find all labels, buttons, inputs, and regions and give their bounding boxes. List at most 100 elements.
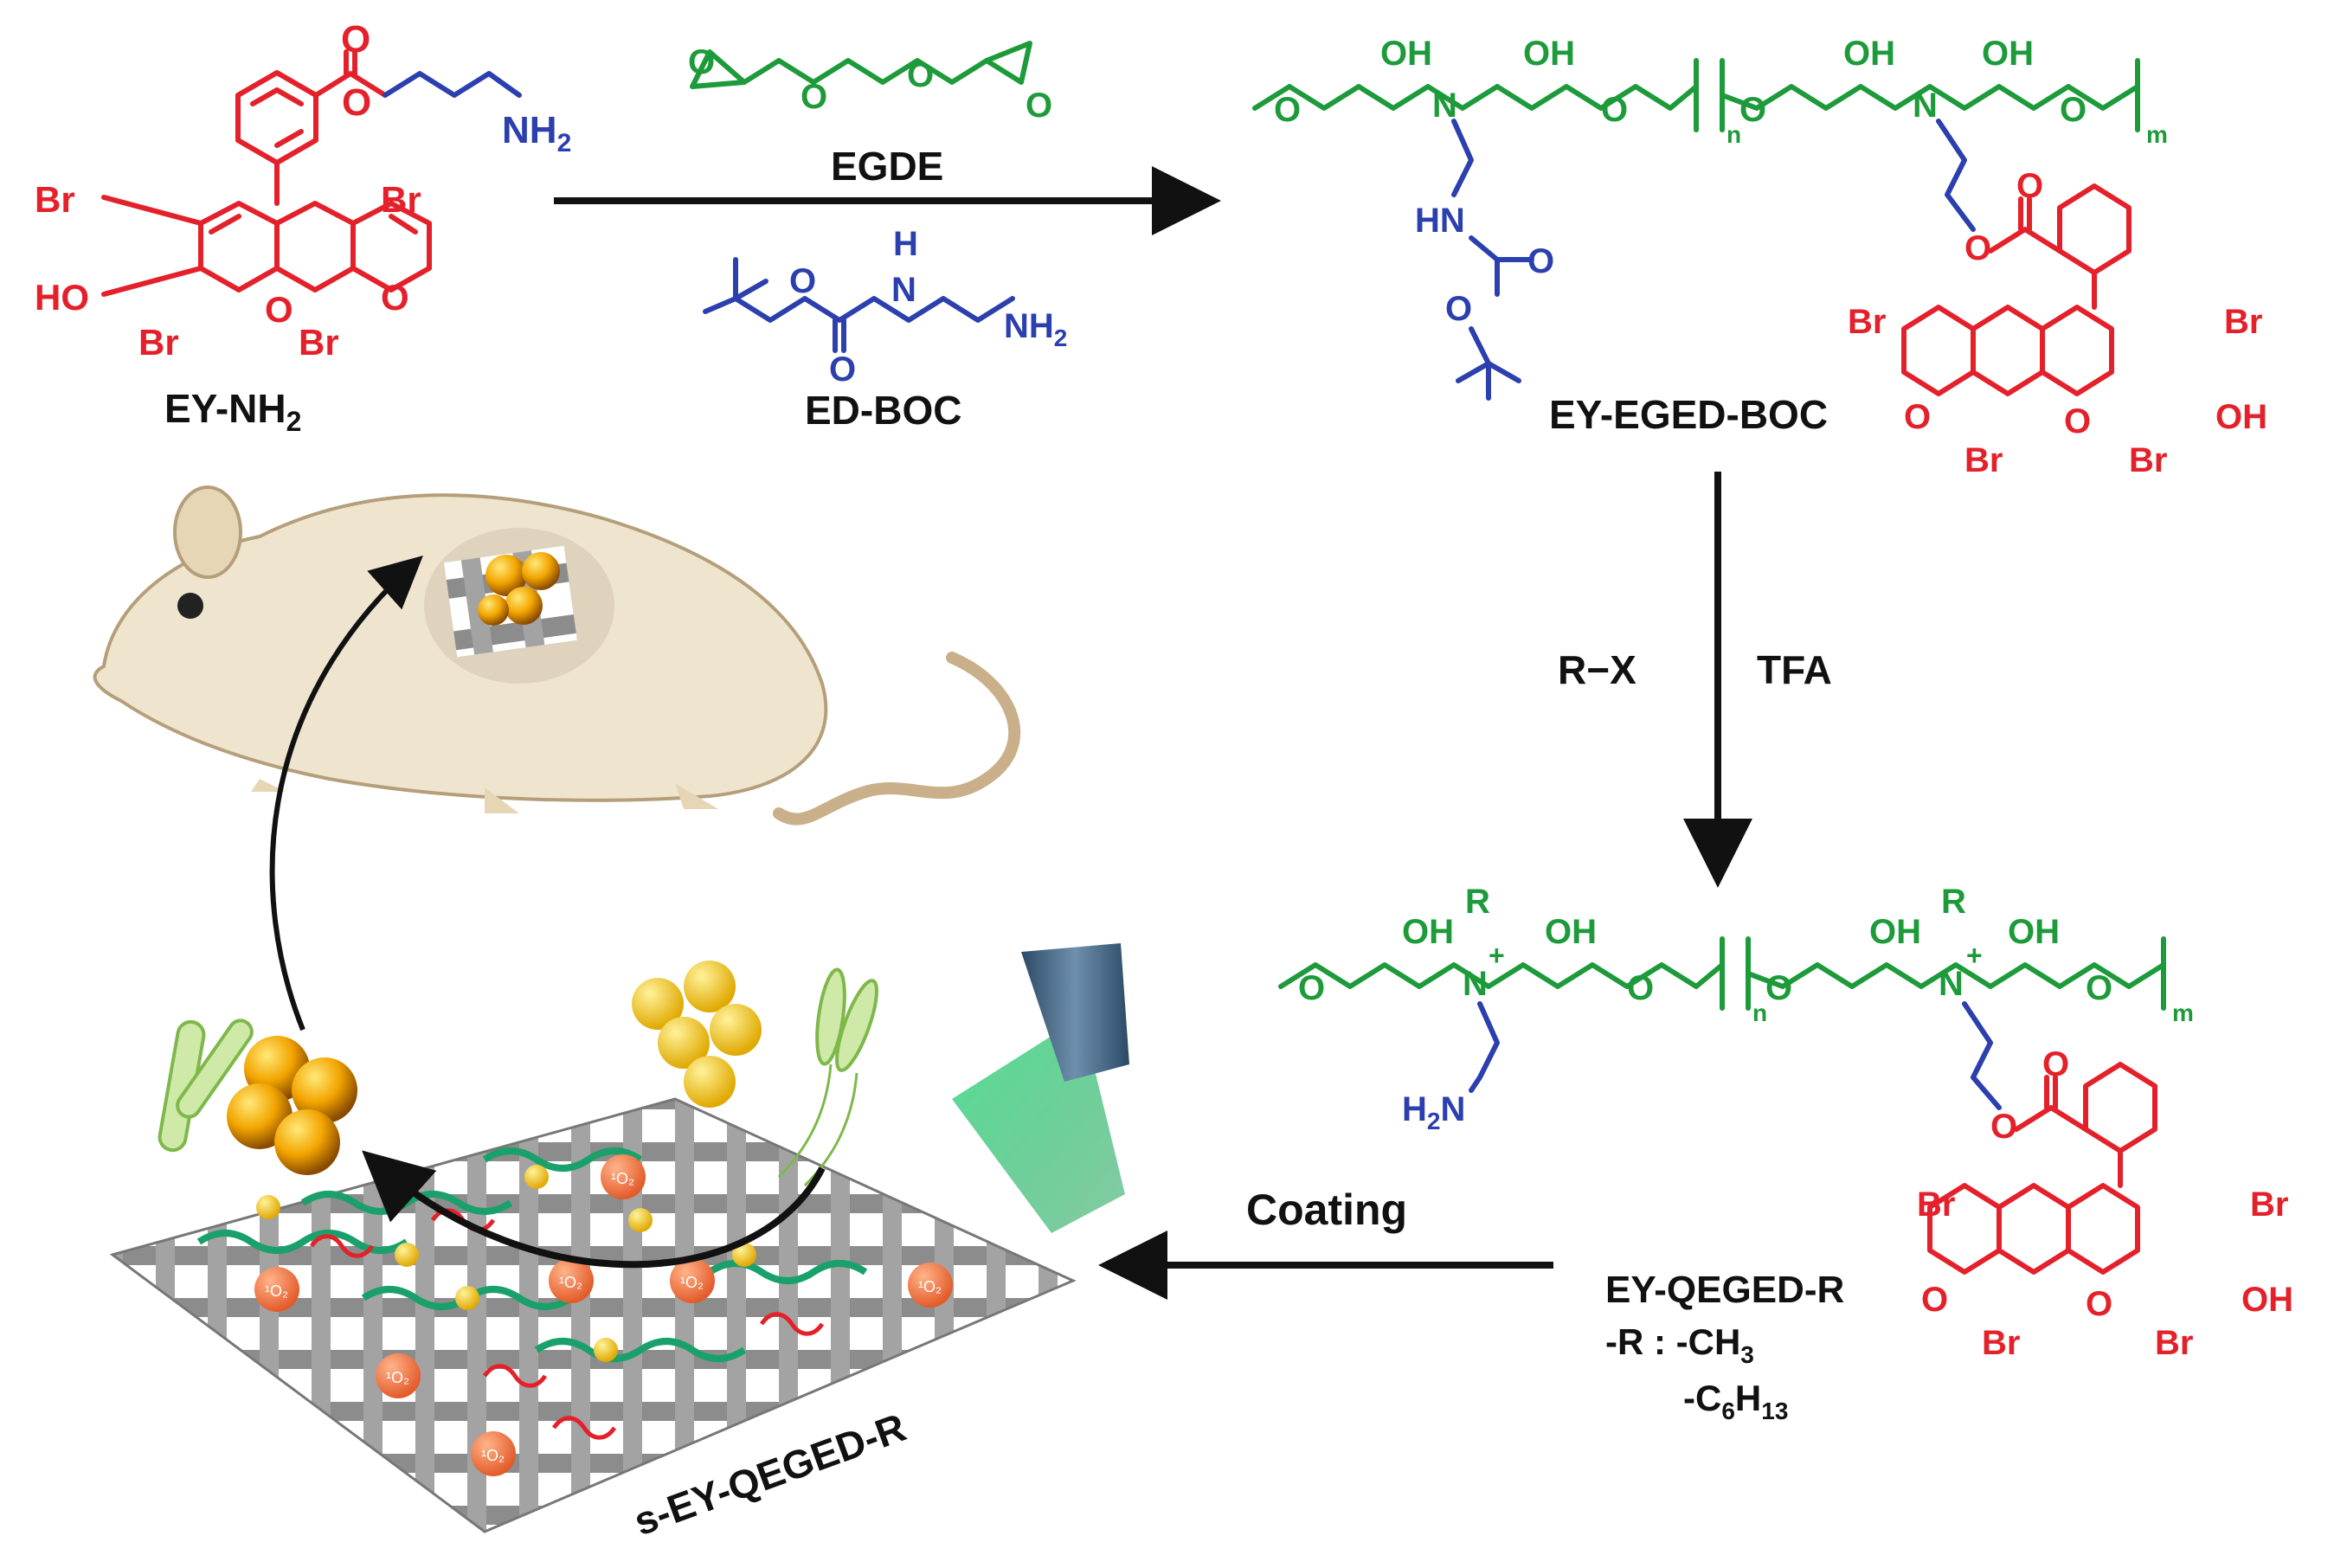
boc-ketone-o: O	[1904, 398, 1931, 436]
boc-oh: OH	[2215, 398, 2267, 436]
mouse-eye	[177, 593, 203, 619]
singlet-oxygen-3	[549, 1258, 594, 1303]
q-oh: OH	[2241, 1281, 2293, 1319]
q-br-1: Br	[1917, 1186, 1955, 1224]
ether-o-1: O	[801, 78, 827, 116]
ey-nh2-structure: O O NH2 O Br Br Br Br HO O	[35, 18, 571, 363]
reagent-r-x: R−X	[1558, 647, 1636, 692]
br-3: Br	[138, 322, 179, 363]
backbone-oh-4: OH	[1982, 35, 2034, 73]
q-r-1: R	[1465, 883, 1490, 921]
q-repeat-n: n	[1752, 999, 1767, 1026]
ho-group: HO	[35, 277, 89, 318]
r-definition-2: -C6H13	[1683, 1378, 1788, 1424]
q-backbone-n-1: N	[1463, 965, 1488, 1003]
side-boc-o-1: O	[1527, 242, 1554, 280]
side-ester-o: O	[1964, 229, 1991, 267]
polymer-q-structure: O OH N + R OH O n O OH N + R OH O m H2N …	[1278, 883, 2293, 1362]
amine-nh2: NH2	[502, 109, 571, 157]
ey-qeged-r-label: EY-QEGED-R	[1605, 1269, 1844, 1311]
boc-xanthene-o: O	[2064, 402, 2091, 440]
repeat-n: n	[1726, 121, 1741, 148]
boc-br-4: Br	[2129, 441, 2167, 479]
q-repeat-m: m	[2172, 999, 2194, 1026]
br-4: Br	[299, 322, 339, 363]
ketone-o: O	[381, 277, 409, 318]
singlet-oxygen-2	[376, 1353, 421, 1398]
q-br-4: Br	[2155, 1324, 2193, 1362]
singlet-oxygen-7	[471, 1431, 516, 1476]
svg-text:¹O₂: ¹O₂	[559, 1274, 582, 1291]
arrow-bacteria-kill	[362, 1150, 826, 1269]
epoxide-o-1: O	[688, 43, 715, 81]
q-backbone-o-1: O	[1298, 969, 1325, 1007]
singlet-oxygen-6	[908, 1263, 953, 1308]
boc-o-ester: O	[789, 262, 816, 300]
q-xanthene-o: O	[2086, 1285, 2112, 1323]
coating-label: Coating	[1246, 1186, 1407, 1234]
q-backbone-oh-1: OH	[1402, 913, 1454, 951]
carbamate-h: H	[893, 225, 918, 263]
q-backbone-oh-3: OH	[1869, 913, 1921, 951]
ether-o-2: O	[907, 56, 934, 94]
q-backbone-o-4: O	[2086, 969, 2112, 1007]
ed-boc-structure: O O N H NH2	[703, 225, 1067, 389]
ed-boc-label: ED-BOC	[805, 388, 961, 433]
backbone-o-2: O	[1601, 91, 1628, 129]
svg-text:¹O₂: ¹O₂	[481, 1447, 505, 1464]
svg-text:¹O₂: ¹O₂	[918, 1278, 942, 1295]
singlet-oxygen-1	[254, 1267, 299, 1312]
epoxide-o-2: O	[1026, 87, 1052, 125]
side-boc-o-2: O	[1445, 290, 1472, 328]
backbone-oh-2: OH	[1523, 35, 1575, 73]
reagent-tfa: TFA	[1757, 647, 1832, 692]
boc-br-3: Br	[1964, 441, 2003, 479]
backbone-n-2: N	[1913, 87, 1938, 125]
backbone-o-1: O	[1274, 91, 1301, 129]
boc-br-1: Br	[1848, 303, 1886, 341]
ey-nh2-label: EY-NH2	[164, 386, 301, 437]
q-plus-2: +	[1966, 940, 1983, 971]
mouse-ear	[173, 485, 242, 579]
boc-o-carbonyl: O	[829, 350, 856, 389]
singlet-oxygen-4	[670, 1258, 715, 1303]
q-backbone-oh-2: OH	[1545, 913, 1597, 951]
q-side-carbonyl-o: O	[2042, 1045, 2069, 1083]
mouse-illustration	[93, 485, 1020, 826]
polymer-boc-structure: O OH N OH O n O OH N OH O m HN O O O O B…	[1252, 35, 2267, 479]
q-backbone-oh-4: OH	[2008, 913, 2060, 951]
backbone-o-4: O	[2060, 91, 2087, 129]
q-backbone-o-3: O	[1765, 969, 1792, 1007]
boc-br-2: Br	[2224, 303, 2262, 341]
r-definition-1: -R : -CH3	[1605, 1321, 1754, 1368]
br-2: Br	[381, 179, 421, 220]
q-side-ester-o: O	[1990, 1108, 2017, 1146]
bacteria-cluster	[158, 961, 878, 1187]
singlet-oxygen-5	[601, 1154, 646, 1199]
ey-eged-boc-label: EY-EGED-BOC	[1549, 392, 1828, 437]
ed-boc-nh2: NH2	[1004, 307, 1067, 351]
svg-text:¹O₂: ¹O₂	[680, 1274, 704, 1291]
ester-o: O	[342, 81, 371, 124]
q-backbone-n-2: N	[1939, 965, 1964, 1003]
q-ketone-o: O	[1921, 1281, 1948, 1319]
egde-label: EGDE	[831, 144, 943, 189]
q-backbone-o-2: O	[1627, 969, 1654, 1007]
ester-carbonyl-o: O	[341, 18, 370, 61]
carbamate-n: N	[891, 271, 916, 309]
svg-text:¹O₂: ¹O₂	[386, 1369, 409, 1386]
q-r-2: R	[1941, 883, 1966, 921]
q-br-3: Br	[1982, 1324, 2020, 1362]
light-source-icon	[952, 943, 1129, 1233]
svg-text:¹O₂: ¹O₂	[265, 1282, 288, 1300]
backbone-oh-3: OH	[1843, 35, 1895, 73]
xanthene-o: O	[265, 289, 293, 330]
svg-text:¹O₂: ¹O₂	[611, 1170, 634, 1187]
fabric-illustration: ¹O₂ ¹O₂ ¹O₂ ¹O₂ ¹O₂ ¹O₂ ¹O₂	[109, 1097, 1077, 1533]
q-br-2: Br	[2250, 1186, 2288, 1224]
q-side-h2n: H2N	[1402, 1090, 1465, 1134]
backbone-n-1: N	[1432, 87, 1457, 125]
repeat-m: m	[2146, 121, 2168, 148]
